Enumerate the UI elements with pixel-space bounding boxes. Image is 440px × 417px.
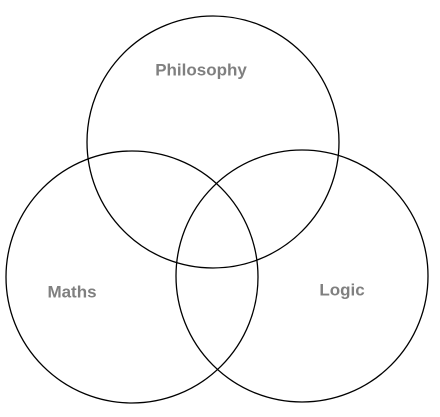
- logic-label: Logic: [319, 280, 364, 299]
- maths-label: Maths: [47, 282, 96, 301]
- philosophy-circle: [86, 15, 340, 269]
- logic-circle: [175, 149, 429, 403]
- maths-circle: [5, 150, 259, 404]
- philosophy-label: Philosophy: [155, 60, 247, 79]
